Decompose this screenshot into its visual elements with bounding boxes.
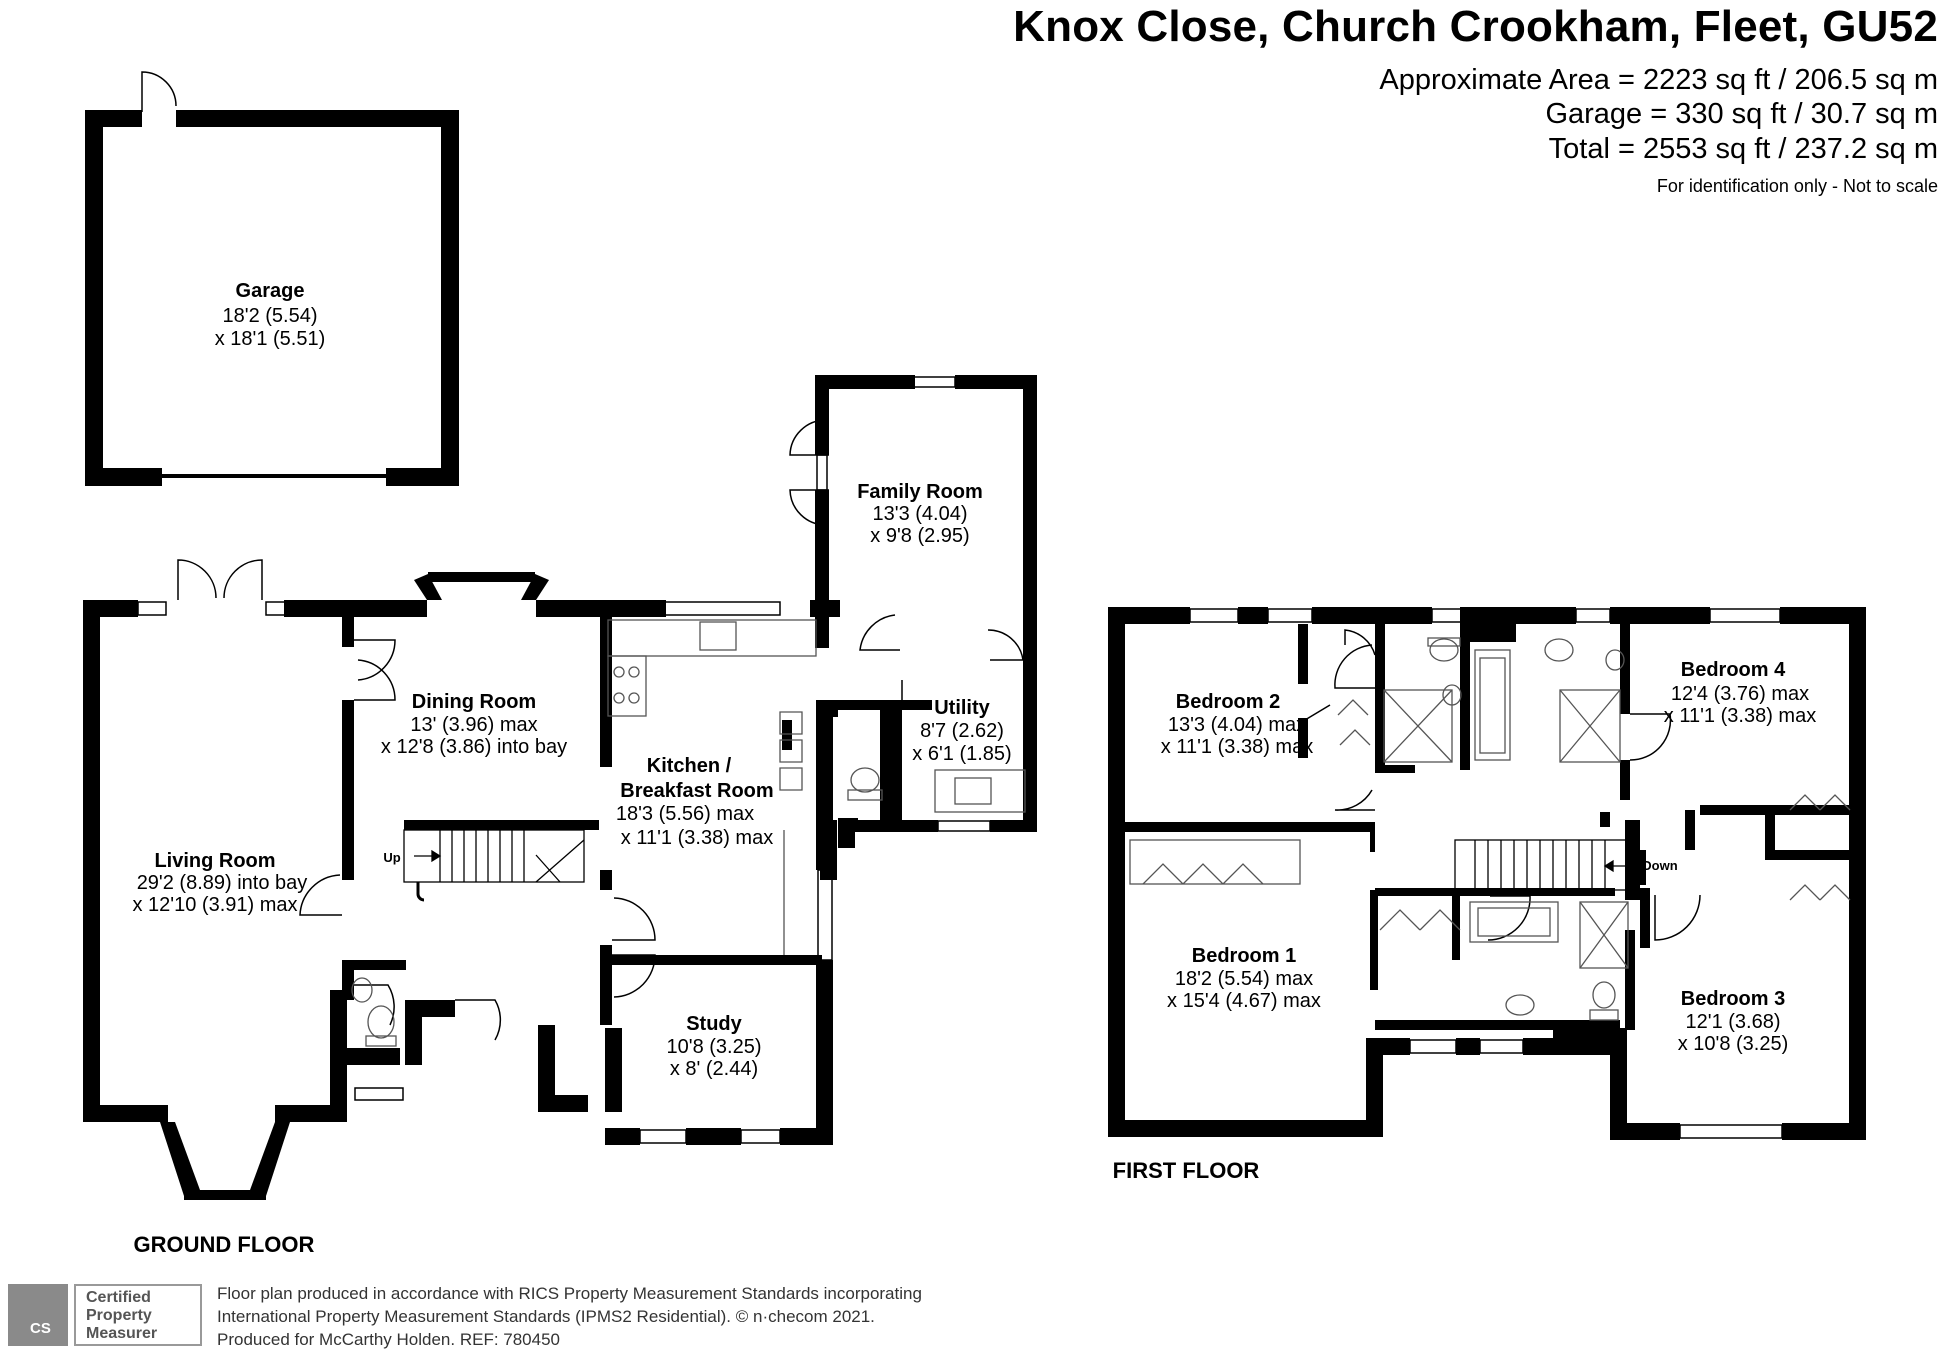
family-room-dim2: x 9'8 (2.95) [870,525,969,547]
kitchen-dim2: x 11'1 (3.38) max [621,827,773,849]
garage-walls [85,110,459,486]
badge-line-1: Certified [86,1289,151,1306]
approx-area: Approximate Area = 2223 sq ft / 206.5 sq… [1379,64,1938,96]
family-room-name: Family Room [857,481,983,503]
footer-line-3: Produced for McCarthy Holden. REF: 78045… [217,1330,561,1349]
first-windows [1189,608,1783,1139]
kitchen-name-line2: Breakfast Room [620,780,773,802]
first-stairs [1454,839,1640,891]
stairs-up-label: Up [383,850,400,865]
garage-dim2: x 18'1 (5.51) [215,328,326,350]
property-title: Knox Close, Church Crookham, Fleet, GU52 [1013,2,1938,51]
utility-name: Utility [934,697,990,719]
first-floor-label: FIRST FLOOR [1113,1158,1260,1183]
bedroom1-name: Bedroom 1 [1192,945,1296,967]
first-floor-interior-walls [1125,620,1865,1030]
badge-line-2: Property [86,1307,152,1324]
footer-notes: Floor plan produced in accordance with R… [217,1282,922,1351]
living-room-dim1: 29'2 (8.89) into bay [137,872,308,894]
utility-dim2: x 6'1 (1.85) [912,743,1011,765]
first-floor-outer-walls [1108,607,1866,1140]
garage-area: Garage = 330 sq ft / 30.7 sq m [1545,98,1938,130]
dining-room-name: Dining Room [412,691,536,713]
family-room-dim1: 13'3 (4.04) [873,503,968,525]
bedroom2-dim1: 13'3 (4.04) max [1168,714,1306,736]
badge-line-3: Measurer [86,1325,158,1342]
bedroom3-name: Bedroom 3 [1681,988,1785,1010]
living-room-dim2: x 12'10 (3.91) max [132,894,297,916]
first-floor-plan [1108,607,1866,1140]
stairs-down-label: Down [1642,858,1677,873]
ground-windows [137,376,991,1144]
ground-floor-plan [83,71,1037,1200]
total-area: Total = 2553 sq ft / 237.2 sq m [1548,133,1938,165]
bedroom2-dim2: x 11'1 (3.38) max [1161,736,1313,758]
bedroom3-dim1: 12'1 (3.68) [1686,1011,1781,1033]
bay-windows [160,572,549,1200]
bedroom4-dim1: 12'4 (3.76) max [1671,683,1809,705]
ground-stairs [403,829,585,902]
ground-doors [141,71,1024,1041]
dining-room-dim1: 13' (3.96) max [410,714,537,736]
bedroom1-dim1: 18'2 (5.54) max [1175,968,1313,990]
certified-measurer-badge: CS Certified Property Measurer [8,1281,202,1348]
first-fixtures [1129,637,1851,1021]
bedroom3-dim2: x 10'8 (3.25) [1678,1033,1789,1055]
ground-floor-outer-walls [83,600,1037,1145]
scale-disclaimer: For identification only - Not to scale [1656,176,1938,196]
kitchen-name-line1: Kitchen / [647,755,732,777]
badge-text-box: Certified Property Measurer [74,1284,202,1346]
dining-room-dim2: x 12'8 (3.86) into bay [381,736,567,758]
ground-fixtures [351,619,1026,1047]
bedroom1-dim2: x 15'4 (4.67) max [1167,990,1321,1012]
first-doors [1304,629,1701,941]
ground-floor-labels: Garage 18'2 (5.54) x 18'1 (5.51) Family … [132,280,1011,1257]
badge-logo-text: CS [30,1320,51,1337]
bedroom4-dim2: x 11'1 (3.38) max [1664,705,1816,727]
ground-floor-label: GROUND FLOOR [134,1232,315,1257]
ground-floor-interior-walls [342,617,932,1025]
study-name: Study [686,1013,742,1035]
footer-line-2: International Property Measurement Stand… [217,1307,875,1326]
garage-dim1: 18'2 (5.54) [223,305,318,327]
bedroom2-name: Bedroom 2 [1176,691,1280,713]
study-dim1: 10'8 (3.25) [667,1036,762,1058]
first-floor-labels: Bedroom 2 13'3 (4.04) max x 11'1 (3.38) … [1113,659,1817,1183]
utility-dim1: 8'7 (2.62) [920,720,1004,742]
footer-line-1: Floor plan produced in accordance with R… [217,1284,922,1303]
rics-logo-icon: CS [8,1284,68,1346]
study-dim2: x 8' (2.44) [670,1058,758,1080]
bedroom4-name: Bedroom 4 [1681,659,1786,681]
living-room-name: Living Room [154,850,275,872]
kitchen-dim1: 18'3 (5.56) max [616,803,754,825]
garage-name: Garage [236,280,305,302]
